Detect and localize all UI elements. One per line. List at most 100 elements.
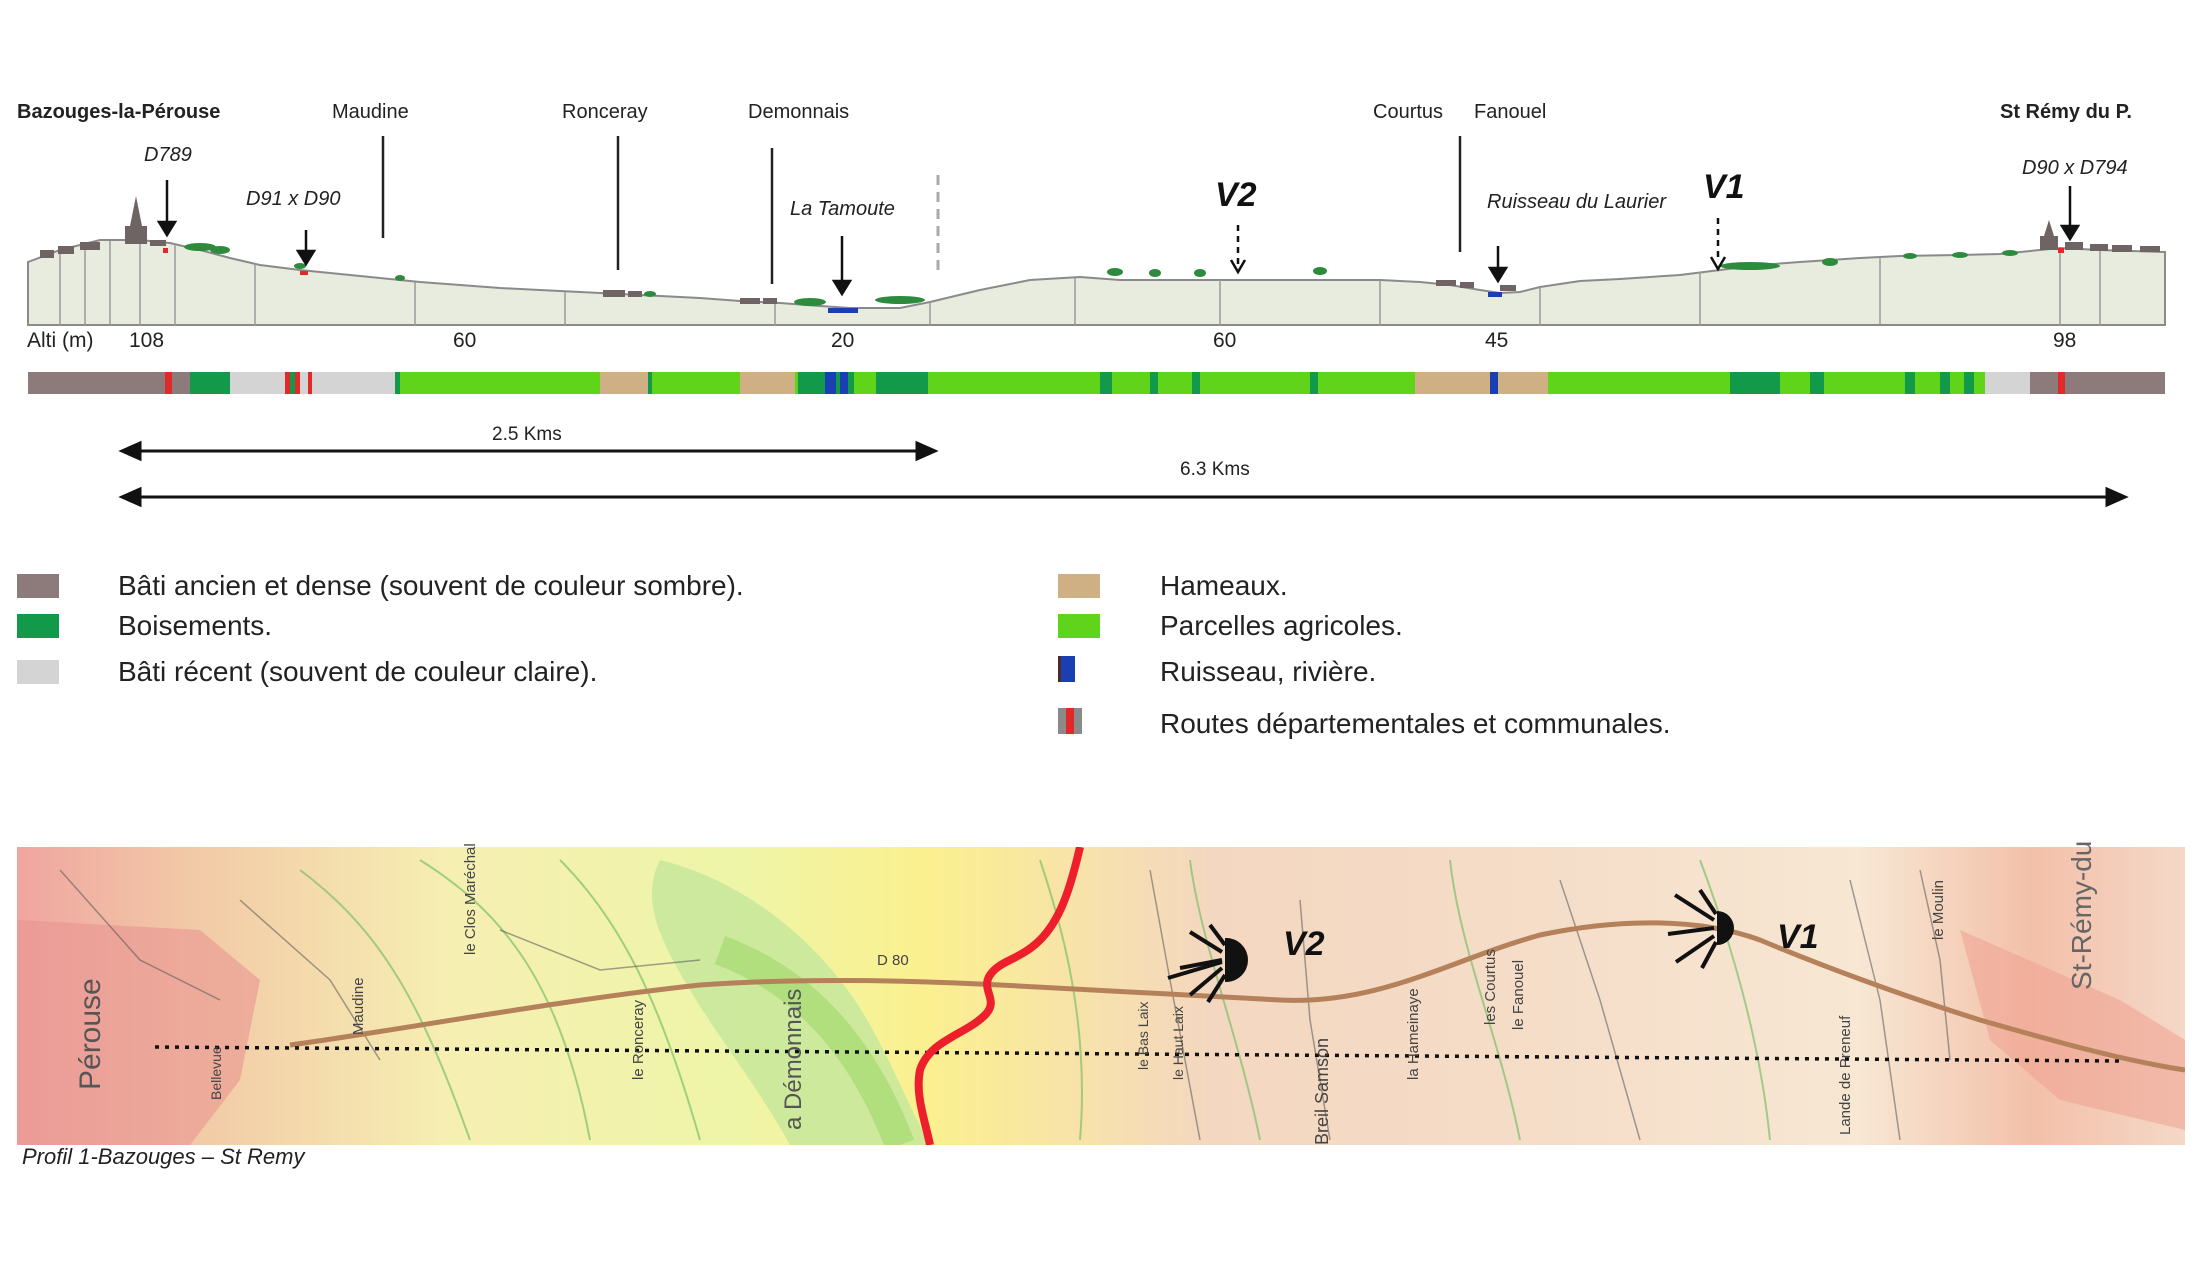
- legend-label: Boisements.: [118, 610, 273, 641]
- laurier-river: [1488, 292, 1502, 297]
- land-use-segment: [876, 372, 928, 394]
- land-use-segment: [1150, 372, 1158, 394]
- legend-label: Bâti ancien et dense (souvent de couleur…: [118, 570, 744, 601]
- profile-grid: [59, 240, 2101, 325]
- map-view-v1-label: V1: [1777, 918, 1819, 956]
- map-label-le-clos-marechal: le Clos Maréchal: [462, 843, 479, 955]
- st-remy-buildings: [2040, 220, 2160, 252]
- land-use-segment: [1810, 372, 1824, 394]
- road-d789: D789: [144, 144, 192, 166]
- land-use-segment: [840, 372, 848, 394]
- land-use-segment: [1192, 372, 1200, 394]
- place-st-remy: St Rémy du P.: [2000, 101, 2132, 123]
- land-use-segment: [2065, 372, 2165, 394]
- land-use-segment: [1158, 372, 1192, 394]
- land-use-segment: [295, 372, 300, 394]
- place-demonnais: Demonnais: [748, 101, 850, 123]
- land-use-segment: [290, 372, 295, 394]
- road-la-tamoute: La Tamoute: [790, 198, 895, 220]
- land-use-segment: [308, 372, 312, 394]
- legend-swatch-river: [1058, 656, 1075, 682]
- land-use-segment: [825, 372, 836, 394]
- land-use-segment: [230, 372, 285, 394]
- legend-label: Routes départementales et communales.: [1160, 708, 1671, 739]
- land-use-segment: [190, 372, 230, 394]
- place-maudine: Maudine: [332, 101, 409, 123]
- profile-view-v2: V2: [1215, 176, 1257, 214]
- land-use-segment: [1200, 372, 1310, 394]
- map-label-le-moulin: le Moulin: [1930, 879, 1947, 940]
- legend-swatch-recent-buildings: [17, 660, 59, 684]
- map-label-les-courtus: les Courtus: [1482, 949, 1499, 1025]
- map-label-breil-samson: Breil Samson: [1312, 1037, 1332, 1145]
- land-use-segment: [1112, 372, 1150, 394]
- map-caption: Profil 1-Bazouges – St Remy: [22, 1144, 305, 1169]
- land-use-segment: [395, 372, 400, 394]
- land-use-segment: [165, 372, 172, 394]
- legend-label: Parcelles agricoles.: [1160, 610, 1403, 641]
- la-tamoute-river: [828, 308, 858, 313]
- land-use-segment: [1730, 372, 1780, 394]
- map-label-d80: D 80: [877, 952, 909, 969]
- land-use-segment: [1824, 372, 1905, 394]
- place-ronceray: Ronceray: [562, 101, 648, 123]
- land-use-strip: [28, 372, 2165, 394]
- land-use-segment: [1985, 372, 2030, 394]
- land-use-segment: [1490, 372, 1498, 394]
- land-use-segment: [600, 372, 648, 394]
- terrain-profile: [27, 239, 2166, 326]
- land-use-segment: [1915, 372, 1940, 394]
- land-use-segment: [648, 372, 652, 394]
- map-label-lande-de-preneuf: Lande de Preneuf: [1837, 1015, 1854, 1135]
- land-use-segment: [1940, 372, 1950, 394]
- legend-label: Ruisseau, rivière.: [1160, 656, 1377, 687]
- place-bazouges: Bazouges-la-Pérouse: [17, 101, 221, 123]
- land-use-segment: [1905, 372, 1915, 394]
- legend-label: Hameaux.: [1160, 570, 1288, 601]
- profile-view-v1: V1: [1703, 168, 1745, 206]
- land-use-segment: [2030, 372, 2058, 394]
- d789-road-marker: [163, 248, 168, 253]
- map-label-demonnais: a Démonnais: [780, 988, 807, 1130]
- road-ruisseau-laurier: Ruisseau du Laurier: [1487, 191, 1666, 213]
- road-arrows: [156, 180, 2081, 297]
- land-use-segment: [1548, 372, 1730, 394]
- land-use-segment: [798, 372, 825, 394]
- land-use-segment: [848, 372, 854, 394]
- land-use-segment: [1974, 372, 1985, 394]
- distance-short: 2.5 Kms: [492, 424, 562, 445]
- land-use-segment: [1318, 372, 1415, 394]
- land-use-segment: [1310, 372, 1318, 394]
- legend-swatch-old-buildings: [17, 574, 59, 598]
- altitude-value: 98: [2053, 329, 2077, 352]
- land-use-segment: [1498, 372, 1548, 394]
- altitude-value: 60: [1213, 329, 1237, 352]
- land-use-segment: [400, 372, 600, 394]
- altitude-value: 20: [831, 329, 855, 352]
- altitude-value: 60: [453, 329, 477, 352]
- bazouges-buildings: [40, 196, 166, 258]
- map-view-v2-label: V2: [1283, 925, 1325, 963]
- land-use-segment: [312, 372, 395, 394]
- land-use-segment: [1950, 372, 1964, 394]
- land-use-segment: [740, 372, 795, 394]
- map-label-le-haut-laix: le Haut Laix: [1170, 1006, 1186, 1080]
- place-fanouel: Fanouel: [1474, 101, 1547, 123]
- land-use-segment: [28, 372, 165, 394]
- leader-lines: [381, 136, 1462, 284]
- map-label-perouse: Pérouse: [74, 978, 107, 1090]
- place-courtus: Courtus: [1373, 101, 1444, 123]
- land-use-segment: [300, 372, 308, 394]
- land-use-segment: [285, 372, 290, 394]
- land-use-segment: [1415, 372, 1490, 394]
- land-use-segment: [1780, 372, 1810, 394]
- vegetation: [184, 243, 2018, 306]
- altitude-value: 45: [1485, 329, 1509, 352]
- map-label-bellevue: Bellevue: [208, 1046, 224, 1100]
- legend-swatch-woods: [17, 614, 59, 638]
- d91-road-marker: [300, 271, 308, 275]
- map-label-maudine: Maudine: [350, 977, 367, 1035]
- land-use-segment: [652, 372, 740, 394]
- land-use-segment: [2058, 372, 2065, 394]
- land-use-segment: [795, 372, 798, 394]
